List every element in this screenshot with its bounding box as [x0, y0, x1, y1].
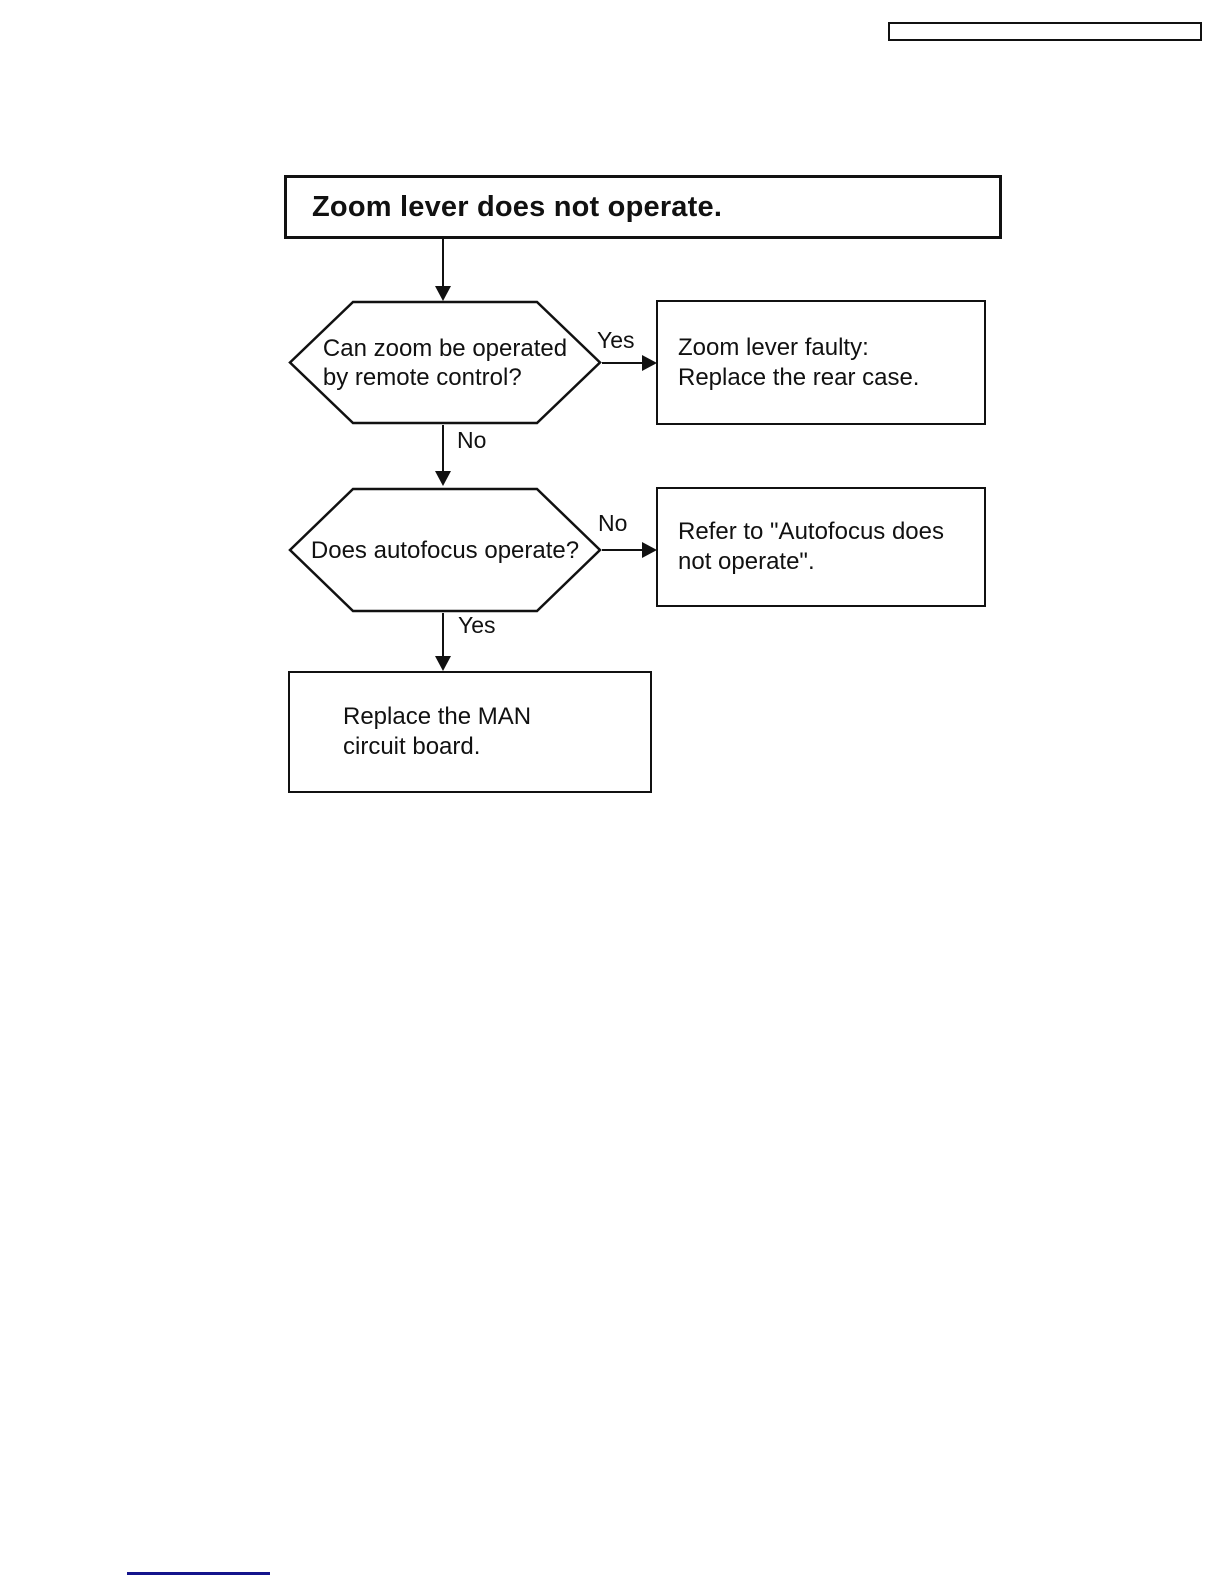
- decision2-line1: Does autofocus operate?: [310, 536, 580, 564]
- result1-line2: Replace the rear case.: [678, 363, 920, 391]
- decision1-line1: Can zoom be operated: [322, 334, 568, 362]
- decision-can-zoom-remote: Can zoom be operated by remote control?: [288, 300, 602, 425]
- arrowhead-right-icon: [642, 542, 657, 558]
- result3-line1: Replace the MAN: [343, 703, 532, 730]
- decision1-line2: by remote control?: [322, 363, 522, 391]
- action-replace-rear-case: Zoom lever faulty: Replace the rear case…: [656, 300, 986, 425]
- arrowhead-down-icon: [435, 656, 451, 671]
- footer-link-underline: [127, 1572, 270, 1575]
- decision-autofocus-operate: Does autofocus operate?: [288, 487, 602, 613]
- branch-label-no: No: [457, 427, 487, 453]
- decision-text: Can zoom be operated by remote control?: [288, 300, 602, 425]
- branch-label-yes: Yes: [597, 327, 635, 353]
- hexagon-shape: [288, 300, 602, 425]
- flowchart-title-box: Zoom lever does not operate.: [284, 175, 1002, 239]
- action-replace-man-board: Replace the MAN circuit board.: [288, 671, 652, 793]
- result1-line1: Zoom lever faulty:: [678, 333, 869, 361]
- arrowhead-down-icon: [435, 286, 451, 301]
- result2-line1: Refer to "Autofocus does: [678, 518, 945, 545]
- branch-label-no: No: [598, 510, 628, 536]
- action-refer-autofocus: Refer to "Autofocus does not operate".: [656, 487, 986, 607]
- flowchart-title: Zoom lever does not operate.: [312, 190, 723, 223]
- branch-label-yes: Yes: [458, 612, 496, 638]
- decision-text: Does autofocus operate?: [288, 487, 602, 613]
- arrowhead-down-icon: [435, 471, 451, 486]
- arrowhead-right-icon: [642, 355, 657, 371]
- result3-line2: circuit board.: [343, 733, 481, 760]
- result2-line2: not operate".: [678, 548, 815, 575]
- page-header-field: [888, 22, 1202, 41]
- hexagon-shape: [288, 487, 602, 613]
